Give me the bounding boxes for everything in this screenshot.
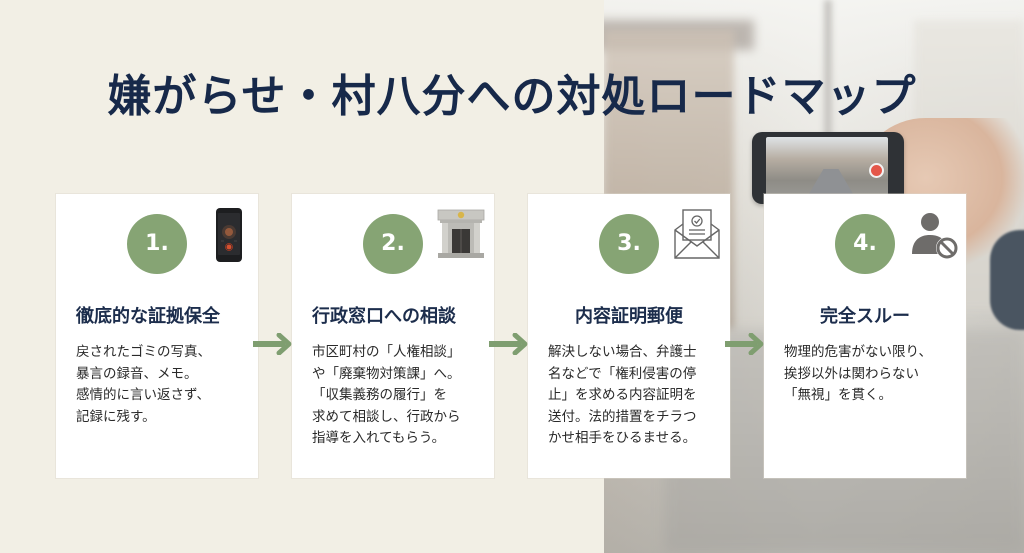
arrow-right-icon (253, 333, 292, 355)
utility-pole-blurred (824, 0, 832, 200)
smartphone-recording-icon (210, 206, 250, 266)
step-heading: 完全スルー (820, 306, 910, 327)
description-line: 解決しない場合、弁護士 (548, 344, 697, 360)
step-description: 物理的危害がない限り、 挨拶以外は関わらない 「無視」を貫く。 (784, 342, 964, 407)
record-button-icon (869, 163, 884, 178)
description-line: 記録に残す。 (76, 408, 156, 425)
step-description: 戻されたゴミの写真、 暴言の録音、メモ。 感情的に言い返さず、 記録に残す。 (76, 342, 256, 428)
description-line: 止」を求める内容証明を (548, 387, 697, 403)
step-heading: 行政窓口への相談 (312, 306, 456, 327)
step-card-3: 3. 内容証明郵便 解決しない場合、弁護士 名などで「権利侵害の停 止」を求める… (528, 194, 730, 478)
description-line: 「収集義務の履行」を (312, 387, 447, 403)
step-description: 解決しない場合、弁護士 名などで「権利侵害の停 止」を求める内容証明を 送付。法… (548, 342, 728, 450)
description-line: 名などで「権利侵害の停 (548, 365, 697, 382)
step-card-1: 1. 徹底的な証拠保全 戻されたゴミの写真、 暴言の録音、メモ。 感情的に言い返… (56, 194, 258, 478)
description-line: 物理的危害がない限り、 (784, 344, 932, 360)
arrow-right-icon (489, 333, 528, 355)
description-line: 「無視」を貫く。 (784, 387, 892, 403)
description-line: 暴言の録音、メモ。 (76, 365, 198, 382)
phone-recording-image (752, 132, 904, 204)
step-description: 市区町村の「人権相談」 や「廃棄物対策課」へ。 「収集義務の履行」を 求めて相談… (312, 342, 492, 450)
certified-mail-icon (672, 208, 722, 264)
step-heading: 内容証明郵便 (575, 306, 683, 327)
step-number-badge: 4. (835, 214, 895, 274)
description-line: 戻されたゴミの写真、 (76, 344, 211, 360)
description-line: 送付。法的措置をチラつ (548, 408, 697, 425)
step-heading: 徹底的な証拠保全 (76, 306, 220, 327)
step-number-badge: 2. (363, 214, 423, 274)
description-line: 感情的に言い返さず、 (76, 387, 211, 403)
step-number-badge: 3. (599, 214, 659, 274)
description-line: 指導を入れてもらう。 (312, 430, 446, 446)
step-card-2: 2. 行政窓口への相談 市区町村の「人権相談」 や「廃棄物対策課」へ。 「収集義… (292, 194, 494, 478)
step-card-4: 4. 完全スルー 物理的危害がない限り、 挨拶以外は関わらない 「無視」を貫く。 (764, 194, 966, 478)
description-line: や「廃棄物対策課」へ。 (312, 365, 461, 382)
arrow-right-icon (725, 333, 764, 355)
government-building-icon (436, 208, 486, 260)
user-blocked-icon (908, 210, 960, 262)
description-line: 求めて相談し、行政から (312, 408, 461, 425)
sleeve-image (990, 230, 1024, 330)
page-title: 嫌がらせ・村八分への対処ロードマップ (107, 71, 917, 122)
description-line: かせ相手をひるませる。 (548, 430, 697, 446)
description-line: 挨拶以外は関わらない (784, 365, 919, 382)
description-line: 市区町村の「人権相談」 (312, 344, 461, 360)
step-number-badge: 1. (127, 214, 187, 274)
